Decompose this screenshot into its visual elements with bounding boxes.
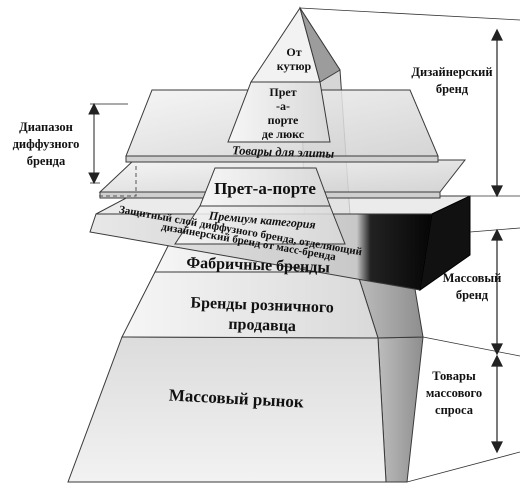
- haute-couture-label-1: От: [286, 45, 301, 59]
- designer-brand-bracket: [491, 28, 503, 198]
- right-guide-lines: [299, 7, 520, 483]
- consumer-goods-bracket: [491, 354, 503, 454]
- elite-goods-label: Товары для элиты: [232, 143, 335, 161]
- mass-brand-label-1: Массовый: [443, 271, 502, 285]
- factory-brands-label: Фабричные бренды: [186, 255, 331, 277]
- diffuse-range-label-3: бренда: [27, 154, 66, 168]
- bracket-labels: Дизайнерский бренд Диапазон диффузного б…: [13, 65, 502, 417]
- haute-couture-label-2: кутюр: [277, 59, 312, 73]
- protective-slab-dark-side: [419, 195, 471, 292]
- designer-brand-label-1: Дизайнерский: [411, 65, 492, 79]
- consumer-goods-label-2: массового: [426, 386, 482, 400]
- pret-de-luxe-label-2: -а-: [276, 99, 290, 113]
- mass-market-tier: [67, 336, 387, 483]
- mass-brand-label-2: бренд: [456, 288, 489, 302]
- pret-plate-dashed-outline: [98, 166, 137, 197]
- pret-a-porte-label: Прет-а-порте: [214, 179, 316, 198]
- haute-couture-right-face: [299, 7, 341, 83]
- retail-brands-label-1: Бренды розничного: [190, 295, 334, 317]
- pret-a-porte-tier: [199, 167, 331, 207]
- consumer-goods-label-3: спроса: [435, 403, 474, 417]
- pret-de-luxe-label-4: де люкс: [262, 127, 305, 141]
- pret-de-luxe-label-1: Прет: [269, 85, 296, 99]
- consumer-goods-label-1: Товары: [432, 369, 476, 383]
- diffuse-range-label-2: диффузного: [13, 137, 80, 151]
- diffuse-brand-bracket: [88, 102, 128, 185]
- pret-de-luxe-label-3: порте: [268, 113, 299, 127]
- designer-brand-label-2: бренд: [436, 82, 469, 96]
- elite-plate-edge: [125, 155, 439, 163]
- retail-brands-label-2: продавца: [228, 316, 296, 335]
- mass-brand-bracket: [491, 228, 503, 356]
- diffuse-range-label-1: Диапазон: [19, 120, 73, 134]
